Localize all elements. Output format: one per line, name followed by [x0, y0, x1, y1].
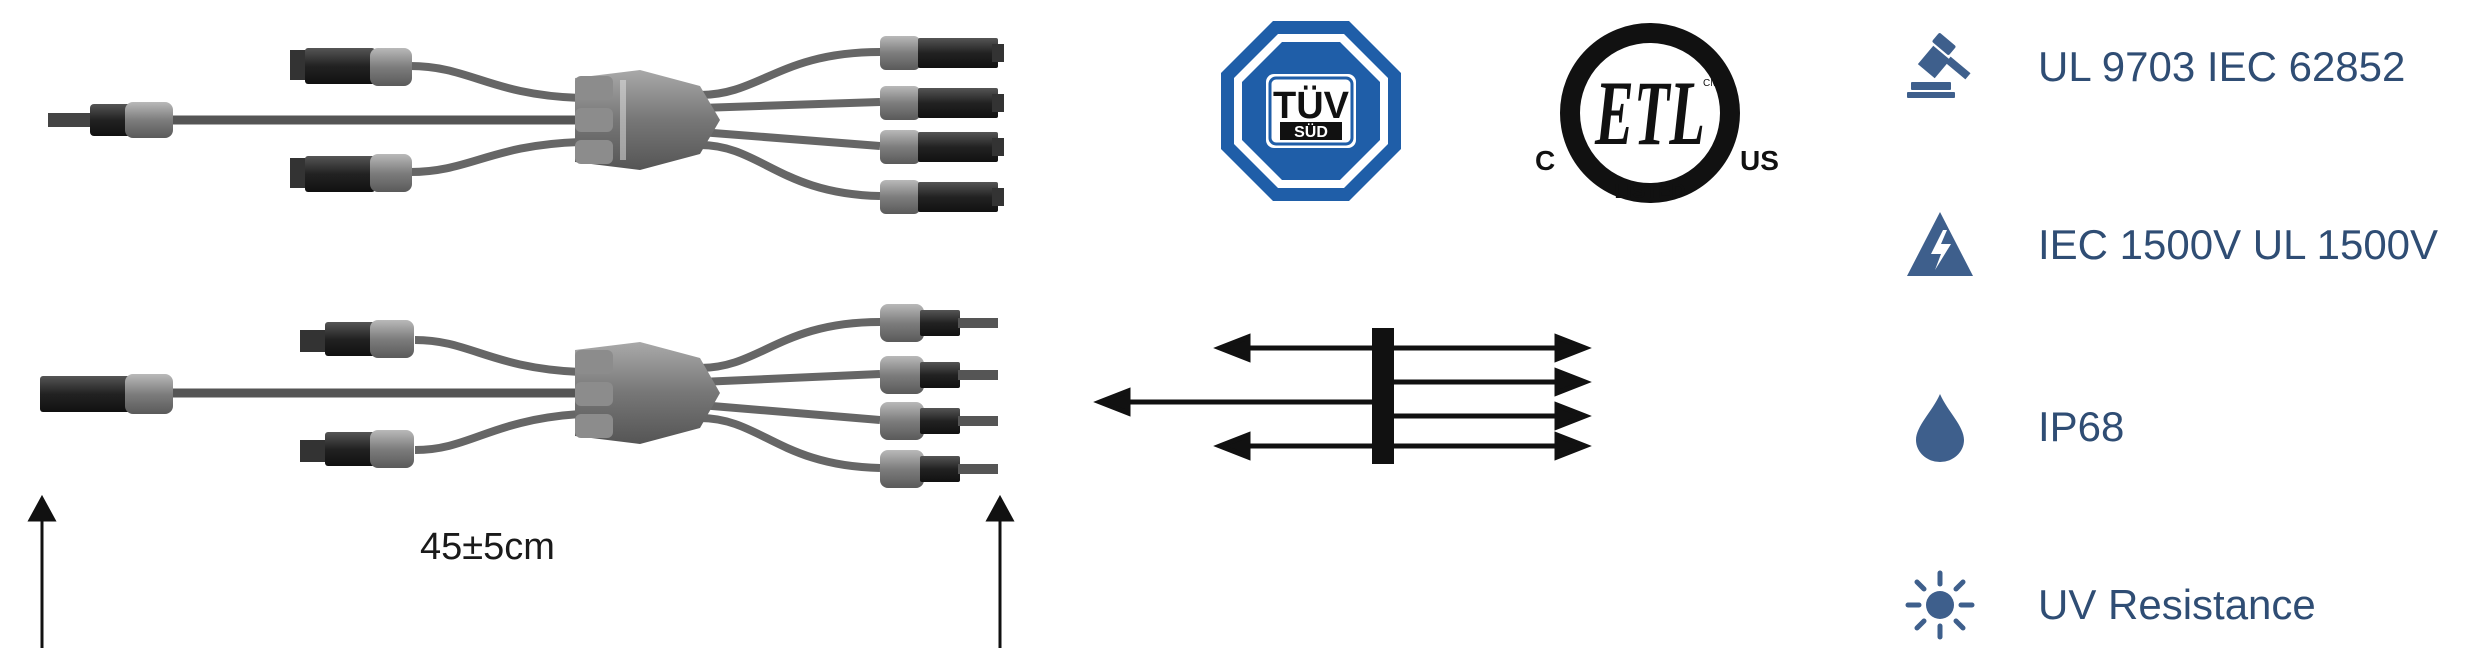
branch-wiring-diagram	[1093, 328, 1592, 464]
etl-logo-right: US	[1740, 145, 1779, 176]
high-voltage-icon	[1900, 205, 1980, 285]
etl-listed-logo: ETL C US LISTED CM	[1525, 18, 1795, 208]
dimension-label: 45±5cm	[420, 526, 555, 568]
water-drop-icon	[1900, 387, 1980, 467]
spec-item-voltage: IEC 1500V UL 1500V	[1900, 200, 2438, 290]
spec-label-voltage: IEC 1500V UL 1500V	[2038, 221, 2439, 268]
tuv-sud-logo: TÜV SÜD	[1218, 18, 1404, 204]
spec-label-uv: UV Resistance	[2038, 581, 2316, 628]
spec-label-standards: UL 9703 IEC 62852	[2038, 43, 2406, 90]
lower-branch-assembly	[40, 304, 998, 488]
upper-branch-assembly	[48, 36, 1004, 214]
etl-logo-left: C	[1535, 145, 1555, 176]
tuv-logo-line2: SÜD	[1294, 122, 1328, 141]
spec-item-ip-rating: IP68	[1900, 382, 2124, 472]
etl-logo-bottom: LISTED	[1614, 181, 1685, 203]
spec-label-ip-rating: IP68	[2038, 403, 2125, 450]
product-illustration	[27, 36, 1015, 648]
spec-item-standards: UL 9703 IEC 62852	[1900, 22, 2405, 112]
etl-logo-mark: ETL	[1594, 62, 1705, 164]
spec-item-uv: UV Resistance	[1900, 560, 2316, 650]
dimension-arrows	[27, 494, 1015, 648]
etl-logo-tm: CM	[1703, 78, 1719, 89]
gavel-icon	[1900, 27, 1980, 107]
tuv-logo-line1: TÜV	[1273, 84, 1350, 127]
sun-icon	[1900, 565, 1980, 645]
